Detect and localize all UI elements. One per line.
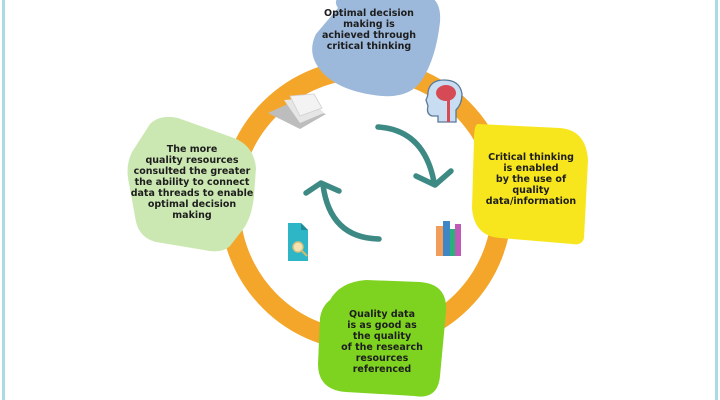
node-top-shape	[312, 0, 441, 97]
frame-left-border	[2, 0, 5, 400]
node-top-label: Optimal decision making is achieved thro…	[321, 8, 417, 52]
node-left-shape	[127, 116, 256, 252]
node-right-label: Critical thinking is enabled by the use …	[485, 152, 577, 207]
document-search-icon	[288, 223, 308, 261]
papers-icon	[268, 93, 326, 129]
node-right-shape	[472, 124, 588, 245]
arrow-bottom-left	[303, 180, 382, 242]
frame-right-border	[715, 0, 718, 400]
node-bottom-label: Quality data is as good as the quality o…	[341, 309, 423, 375]
books-icon	[436, 221, 461, 256]
node-bottom-shape	[318, 280, 447, 397]
node-left-label: The more quality resources consulted the…	[130, 144, 254, 221]
brain-head-icon	[425, 79, 463, 123]
arrow-top-right	[375, 124, 454, 188]
